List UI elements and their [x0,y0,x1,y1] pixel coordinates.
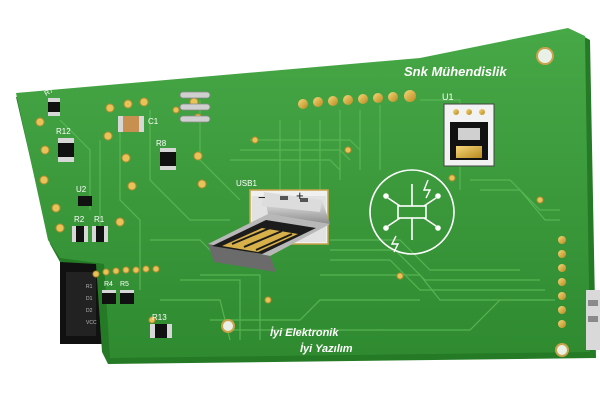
resistor-r4 [102,290,116,304]
svg-text:R1: R1 [86,284,93,290]
mount-hole [536,47,554,65]
svg-text:D2: D2 [86,308,93,314]
right-edge-connector [586,290,600,350]
slogan-line-2: İyi Yazılım [300,342,353,355]
label-u1: U1 [442,92,454,102]
pcb-board [16,28,596,364]
label-r1: R1 [94,215,105,224]
pin-header-right [558,236,566,328]
label-c1: C1 [148,117,159,126]
label-r2: R2 [74,215,85,224]
label-usb-plus: + [296,188,304,203]
svg-text:VCC: VCC [86,320,97,326]
ic-u2 [78,196,92,206]
smd-parts [48,98,176,338]
label-u2: U2 [76,185,87,194]
capacitor-c1 [118,116,144,132]
label-r5: R5 [120,281,129,288]
mount-hole [221,319,235,333]
label-r13: R13 [152,313,167,322]
resistor-r5 [120,290,134,304]
svg-text:D1: D1 [86,296,93,302]
pin-header-top [298,90,416,109]
label-r8: R8 [156,139,167,148]
silkscreen-labels: Snk Mühendislik İyi Elektronik İyi Yazıl… [44,64,508,355]
resistor-r13 [150,324,172,338]
resistor-r8 [160,148,176,170]
circuit-chip-logo-icon [369,169,455,255]
regulator-u1 [443,103,495,167]
board-title: Snk Mühendislik [404,64,507,79]
label-r12: R12 [56,127,71,136]
mount-hole [555,343,569,357]
label-r7: R7 [44,87,55,98]
label-usb-minus: − [258,190,266,205]
resistor-r12 [58,138,74,162]
label-usb1: USB1 [236,179,257,188]
resistor-r7 [48,98,60,116]
label-r4: R4 [104,281,113,288]
slogan-line-1: İyi Elektronik [270,326,339,339]
usb-connector-icon [208,192,330,272]
pads [35,97,544,324]
resistor-r1 [92,226,108,242]
resistor-r2 [72,226,88,242]
crystal-pins [179,91,211,123]
